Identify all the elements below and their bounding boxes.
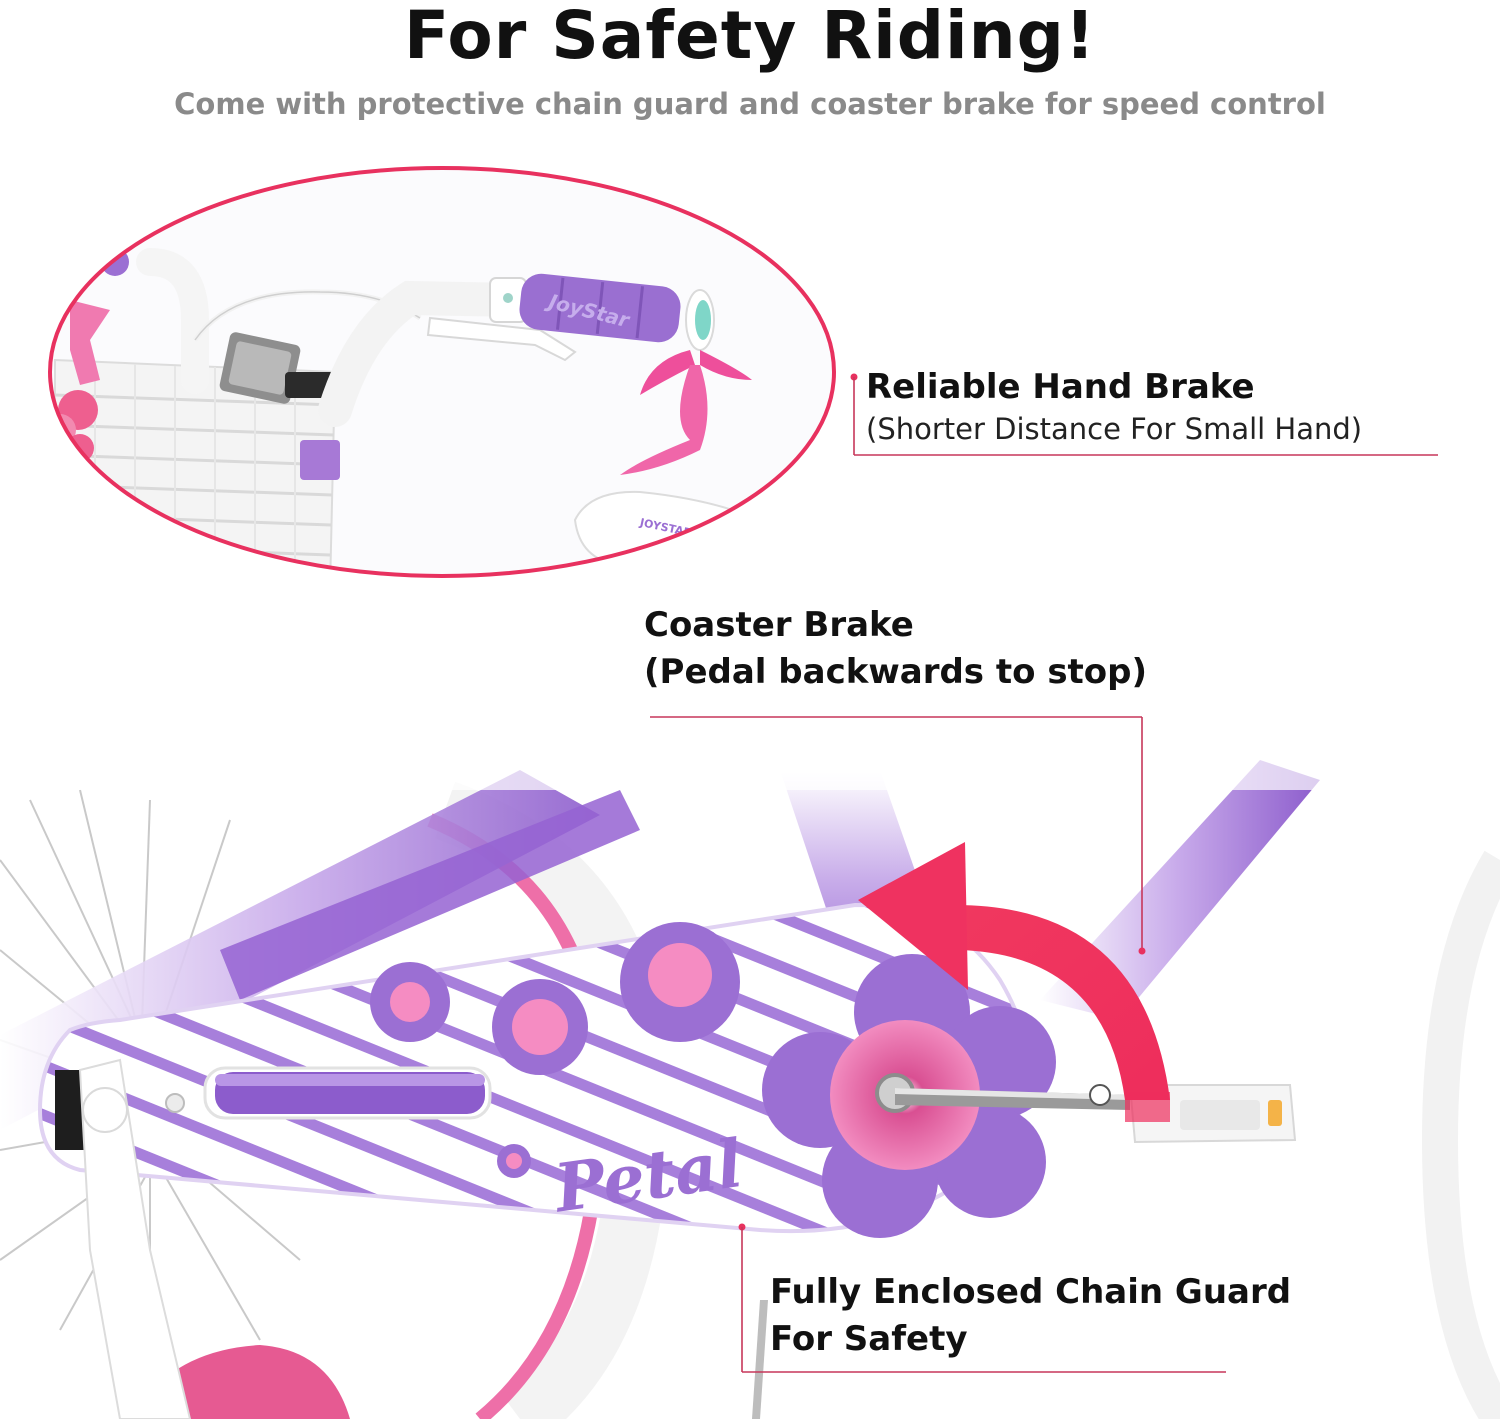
page-title: For Safety Riding! xyxy=(403,0,1097,74)
flower-decoration-medium xyxy=(492,979,588,1075)
coaster-brake-title: Coaster Brake xyxy=(644,605,914,645)
coaster-brake-callout-line xyxy=(650,716,1146,955)
handlebar-ribbon xyxy=(620,350,752,475)
chain-guard-title: Fully Enclosed Chain Guard xyxy=(770,1272,1292,1312)
coaster-brake-note: (Pedal backwards to stop) xyxy=(644,652,1148,692)
hand-brake-note: (Shorter Distance For Small Hand) xyxy=(866,412,1363,446)
closeup-oval-border xyxy=(48,166,836,578)
page-subtitle: Come with protective chain guard and coa… xyxy=(174,87,1326,121)
flower-decoration-large xyxy=(620,922,740,1042)
reflector xyxy=(219,332,335,404)
chain-guard-note: For Safety xyxy=(770,1319,968,1359)
hand-brake-callout-line xyxy=(850,373,1438,456)
hand-brake-title: Reliable Hand Brake xyxy=(866,367,1255,407)
flower-decoration-main xyxy=(762,954,1056,1238)
pedal-backwards-arrow xyxy=(858,842,1170,1122)
bike-rear-section: Petal xyxy=(0,740,1500,1419)
handlebar-closeup: JoyStar JOYSTAR xyxy=(48,166,836,578)
chain-guard-callout-line xyxy=(738,1223,1226,1373)
handlebar-grip: JoyStar xyxy=(519,273,715,351)
crank-and-pedal xyxy=(895,1084,1297,1144)
flower-decoration-small xyxy=(370,962,450,1042)
kickstand xyxy=(55,1058,768,1419)
